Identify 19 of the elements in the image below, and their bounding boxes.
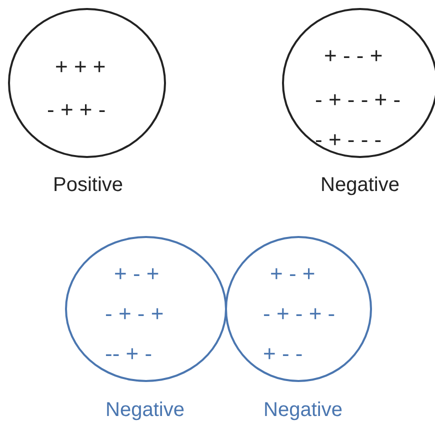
circle — [65, 236, 227, 382]
circle-caption: Negative — [264, 398, 342, 422]
circle-caption: Negative — [320, 173, 400, 197]
charge-signs: - + - - + - — [315, 88, 401, 112]
charge-signs: + + + — [55, 55, 106, 79]
charge-signs: -- + - — [105, 342, 152, 366]
circle-caption: Positive — [52, 173, 124, 197]
charge-signs: + - - + — [324, 44, 383, 68]
charge-signs: - + - - - — [315, 128, 382, 152]
circle — [282, 8, 435, 158]
charge-signs: - + - + — [105, 302, 164, 326]
charge-signs: + - + — [114, 262, 160, 286]
circle-caption: Negative — [106, 398, 184, 422]
charge-signs: + - + — [270, 262, 316, 286]
circle — [225, 236, 372, 382]
charge-signs: - + + - — [47, 98, 106, 122]
charge-signs: - + - + - — [263, 302, 336, 326]
charge-signs: + - - — [263, 342, 303, 366]
circle — [8, 8, 166, 158]
